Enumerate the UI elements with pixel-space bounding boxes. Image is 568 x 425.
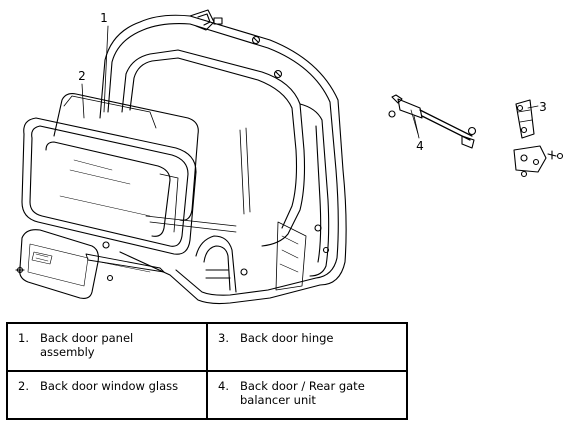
callout-2: 2 — [78, 69, 86, 83]
back-door-window-glass — [21, 93, 199, 255]
callout-3: 3 — [539, 100, 547, 114]
legend-cell-4: 4. Back door / Rear gate balancer unit — [206, 370, 408, 420]
back-door-hinge — [513, 99, 564, 178]
legend-number: 3. — [218, 331, 229, 345]
callout-1: 1 — [100, 11, 108, 25]
legend-row: 2. Back door window glass 4. Back door / R… — [6, 370, 408, 420]
legend-label: Back door hinge — [240, 331, 334, 345]
leader-lines — [81, 25, 539, 139]
callout-4: 4 — [416, 139, 424, 153]
parts-diagram: 1 2 3 4 — [15, 9, 564, 305]
fasteners — [15, 17, 283, 282]
back-door-panel-assembly — [99, 9, 347, 305]
legend-label: Back door panel assembly — [40, 331, 134, 359]
legend-label: Back door window glass — [40, 379, 179, 393]
legend-cell-1: 1. Back door panel assembly — [6, 322, 208, 372]
legend-number: 2. — [18, 379, 29, 393]
legend-number: 4. — [218, 379, 229, 393]
legend-cell-2: 2. Back door window glass — [6, 370, 208, 420]
cover-panel — [19, 229, 99, 299]
legend-number: 1. — [18, 331, 29, 345]
legend-cell-3: 3. Back door hinge — [206, 322, 408, 372]
legend-row: 1. Back door panel assembly 3. Back door h… — [6, 322, 408, 372]
back-door-balancer-unit — [388, 94, 477, 149]
parts-legend-table: 1. Back door panel assembly 3. Back door h… — [6, 322, 408, 420]
legend-label: Back door / Rear gate balancer unit — [240, 379, 365, 407]
